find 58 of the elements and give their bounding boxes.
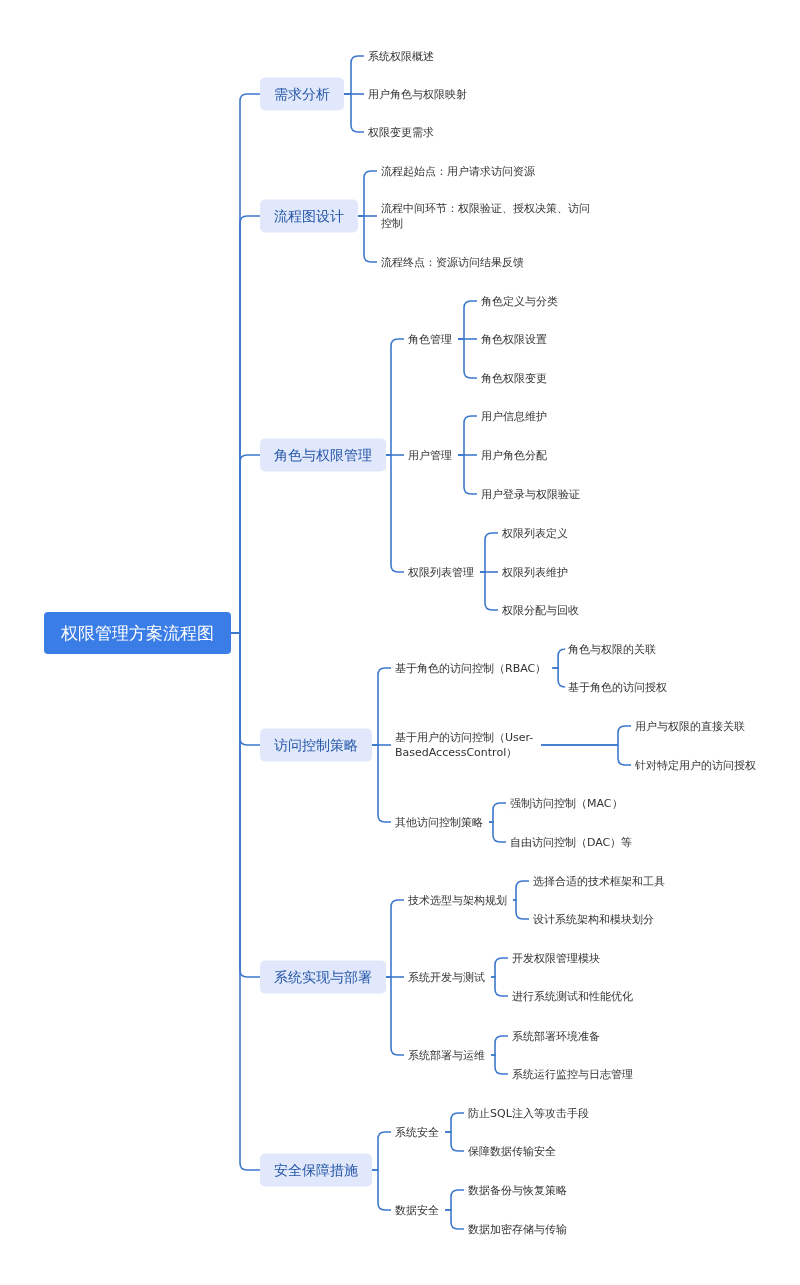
connector-line	[490, 976, 509, 997]
subtopic-text: 用户信息维护	[481, 408, 547, 424]
connector-line	[551, 667, 566, 688]
subtopic-text: 系统部署环境准备	[512, 1028, 600, 1044]
topic-box: 访问控制策略	[260, 728, 372, 762]
subtopic-text: 系统权限概述	[368, 48, 434, 64]
subtopic-text: 针对特定用户的访问授权	[635, 757, 756, 773]
topic-box: 需求分析	[260, 77, 344, 111]
subtopic-text: 系统部署与运维	[408, 1047, 485, 1063]
subtopic-text: 流程中间环节：权限验证、授权决策、访问控制	[381, 201, 596, 231]
subtopic-text: 技术选型与架构规划	[408, 892, 507, 908]
connector-line	[444, 1209, 465, 1230]
subtopic-text: 其他访问控制策略	[395, 814, 483, 830]
subtopic-text: 权限变更需求	[368, 124, 434, 140]
subtopic-text: 权限分配与回收	[502, 602, 579, 618]
subtopic-text: 角色权限变更	[481, 370, 547, 386]
subtopic-text: 强制访问控制（MAC）	[510, 795, 623, 811]
subtopic-text: 用户角色分配	[481, 447, 547, 463]
subtopic-text: 角色定义与分类	[481, 293, 558, 309]
connector-line	[490, 1054, 509, 1075]
subtopic-text: 流程终点：资源访问结果反馈	[381, 254, 524, 270]
connector-line	[488, 821, 507, 843]
subtopic-text: 用户与权限的直接关联	[635, 718, 745, 734]
topic-box: 安全保障措施	[260, 1153, 372, 1187]
connector-line	[444, 1131, 465, 1152]
subtopic-text: 数据备份与恢复策略	[468, 1182, 567, 1198]
subtopic-text: 数据加密存储与传输	[468, 1221, 567, 1237]
subtopic-text: 数据安全	[395, 1202, 439, 1218]
subtopic-text: 开发权限管理模块	[512, 950, 600, 966]
subtopic-text: 用户登录与权限验证	[481, 486, 580, 502]
subtopic-text: 基于用户的访问控制（User-BasedAccessControl）	[395, 730, 535, 760]
subtopic-text: 权限列表定义	[502, 525, 568, 541]
subtopic-text: 用户角色与权限映射	[368, 86, 467, 102]
subtopic-text: 角色管理	[408, 331, 452, 347]
root-topic-box: 权限管理方案流程图	[44, 612, 231, 654]
topic-box: 流程图设计	[260, 199, 358, 233]
subtopic-text: 系统安全	[395, 1124, 439, 1140]
subtopic-text: 进行系统测试和性能优化	[512, 988, 633, 1004]
connector-line	[512, 880, 530, 901]
subtopic-text: 权限列表维护	[502, 564, 568, 580]
subtopic-text: 自由访问控制（DAC）等	[510, 834, 633, 850]
subtopic-text: 设计系统架构和模块划分	[533, 911, 654, 927]
subtopic-text: 系统开发与测试	[408, 969, 485, 985]
topic-box: 角色与权限管理	[260, 438, 386, 472]
subtopic-text: 权限列表管理	[408, 564, 474, 580]
subtopic-text: 用户管理	[408, 447, 452, 463]
connector-line	[540, 744, 632, 766]
subtopic-text: 角色与权限的关联	[568, 641, 656, 657]
topic-box: 系统实现与部署	[260, 960, 386, 994]
subtopic-text: 保障数据传输安全	[468, 1143, 556, 1159]
subtopic-text: 防止SQL注入等攻击手段	[468, 1105, 589, 1121]
subtopic-text: 角色权限设置	[481, 331, 547, 347]
subtopic-text: 基于角色的访问控制（RBAC）	[395, 660, 547, 676]
connector-line	[512, 899, 530, 920]
subtopic-text: 系统运行监控与日志管理	[512, 1066, 633, 1082]
subtopic-text: 基于角色的访问授权	[568, 679, 667, 695]
subtopic-text: 选择合适的技术框架和工具	[533, 873, 665, 889]
subtopic-text: 流程起始点：用户请求访问资源	[381, 163, 535, 179]
